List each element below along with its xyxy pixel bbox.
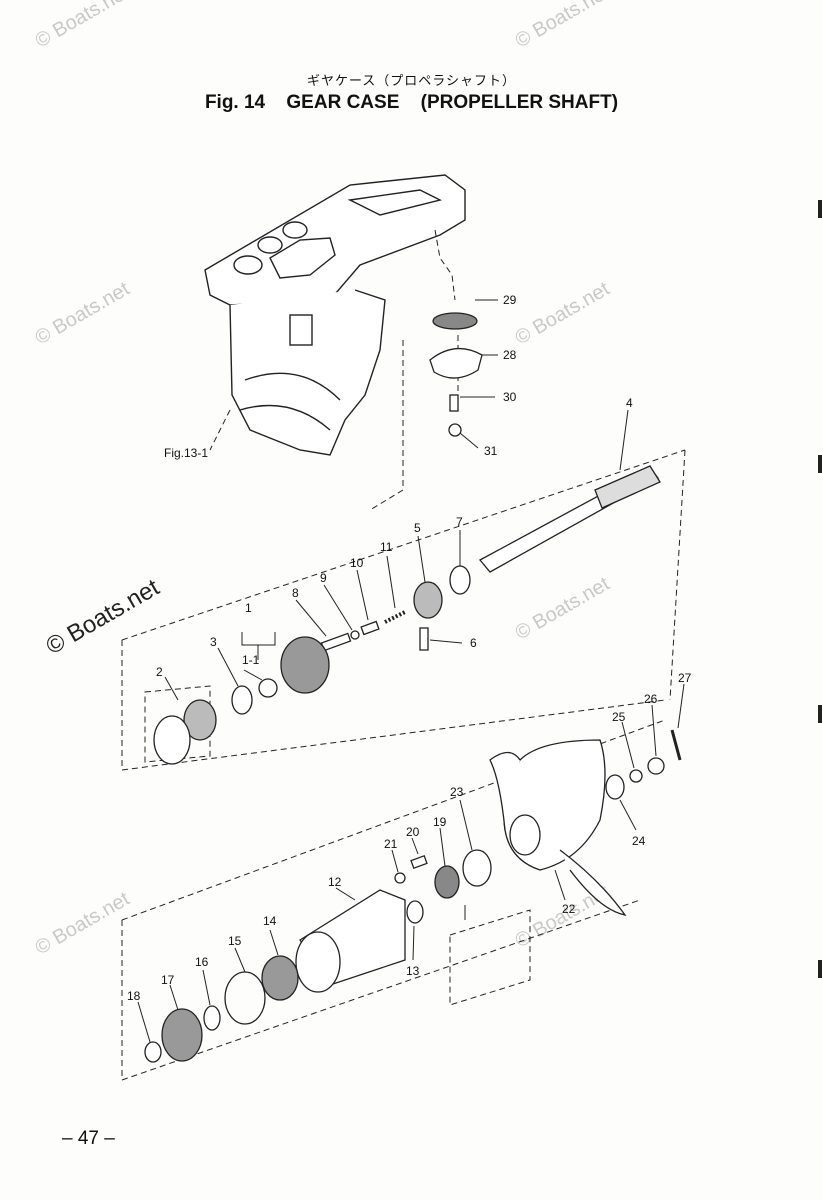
part-31-washer bbox=[448, 423, 462, 437]
callout-1: 1 bbox=[245, 601, 252, 615]
part-6-pin bbox=[419, 627, 429, 651]
part-15-o-ring bbox=[224, 971, 266, 1025]
part-18-washer bbox=[144, 1041, 162, 1063]
callout-6-label: 6 bbox=[470, 636, 477, 650]
figure-number: Fig. 14 bbox=[204, 92, 266, 113]
callout-12: 12 bbox=[328, 875, 342, 889]
callout-29: 29 bbox=[503, 293, 517, 307]
figure-name: GEAR CASE bbox=[286, 92, 400, 113]
callout-10: 10 bbox=[350, 556, 364, 570]
watermark-dark: © Boats.net bbox=[42, 574, 165, 660]
callout-1-1: 1-1 bbox=[242, 653, 260, 667]
part-27-cotter-pin bbox=[670, 729, 682, 761]
part-5-clutch bbox=[413, 581, 443, 619]
callout-4: 4 bbox=[626, 396, 633, 410]
callout-17: 17 bbox=[161, 973, 175, 987]
page-number: – 47 – bbox=[62, 1128, 115, 1149]
callout-9: 9 bbox=[320, 571, 327, 585]
part-19-seal bbox=[434, 865, 460, 899]
callout-23: 23 bbox=[450, 785, 464, 799]
callout-18: 18 bbox=[127, 989, 141, 1003]
part-30-plug bbox=[449, 394, 459, 412]
callout-labels: 29 28 30 31 4 7 5 6 6 11 10 9 8 1 1-1 3 … bbox=[127, 293, 692, 1003]
watermark: © Boats.net bbox=[32, 888, 134, 960]
binding-mark bbox=[818, 455, 822, 473]
part-17-reverse-gear bbox=[161, 1008, 203, 1062]
part-10-pin bbox=[360, 620, 380, 636]
callout-24: 24 bbox=[632, 834, 646, 848]
part-3-shim bbox=[231, 685, 253, 715]
callout-20: 20 bbox=[406, 825, 420, 839]
binding-mark bbox=[818, 705, 822, 723]
callout-27-label: 27 bbox=[678, 671, 692, 685]
part-1-forward-gear bbox=[280, 636, 330, 694]
part-1-1-bearing bbox=[258, 678, 278, 698]
part-25-washer bbox=[629, 769, 643, 783]
callout-5: 5 bbox=[414, 521, 421, 535]
part-20-bolt bbox=[410, 855, 428, 869]
part-23-thrust-holder bbox=[462, 849, 492, 887]
part-9-ball bbox=[350, 630, 360, 640]
callout-2: 2 bbox=[156, 665, 163, 679]
part-21-washer bbox=[394, 872, 406, 884]
part-11-spring bbox=[384, 610, 406, 624]
part-29-gasket bbox=[432, 312, 478, 330]
callout-31: 31 bbox=[484, 444, 498, 458]
parts bbox=[144, 312, 682, 1063]
figure-subtitle: (PROPELLER SHAFT) bbox=[420, 92, 619, 113]
callout-28: 28 bbox=[503, 348, 517, 362]
part-13-bearing bbox=[406, 900, 424, 924]
callout-19: 19 bbox=[433, 815, 447, 829]
watermark: © Boats.net bbox=[512, 278, 614, 350]
callout-26-label: 26 bbox=[644, 692, 658, 706]
japanese-title: ギヤケース（プロペラシャフト） bbox=[306, 74, 517, 89]
callout-7: 7 bbox=[456, 515, 463, 529]
callout-25-label: 25 bbox=[612, 710, 626, 724]
callout-11: 11 bbox=[380, 540, 393, 554]
callout-13: 13 bbox=[406, 964, 420, 978]
callout-8: 8 bbox=[292, 586, 299, 600]
binding-mark bbox=[818, 960, 822, 978]
callout-3: 3 bbox=[210, 635, 217, 649]
gear-case-housing bbox=[204, 174, 466, 456]
callout-21: 21 bbox=[384, 837, 398, 851]
callout-30: 30 bbox=[503, 390, 517, 404]
watermark: © Boats.net bbox=[512, 0, 614, 52]
watermark: © Boats.net bbox=[512, 573, 614, 645]
binding-mark bbox=[818, 200, 822, 218]
part-16-shim bbox=[203, 1005, 221, 1031]
part-2-race bbox=[153, 715, 191, 765]
callout-15: 15 bbox=[228, 934, 242, 948]
part-24-spacer bbox=[605, 774, 625, 800]
watermark: © Boats.net bbox=[32, 0, 134, 52]
fig-13-1-reference: Fig.13-1 bbox=[164, 446, 208, 460]
leader-lines bbox=[137, 299, 685, 1043]
part-14-bearing bbox=[261, 955, 299, 1001]
part-2-bearing bbox=[183, 699, 217, 741]
watermark: © Boats.net bbox=[32, 278, 134, 350]
part-7-ring bbox=[449, 565, 471, 595]
callout-14: 14 bbox=[263, 914, 277, 928]
figure-title: Fig. 14 GEAR CASE (PROPELLER SHAFT) bbox=[0, 92, 823, 114]
part-26-nut bbox=[647, 757, 665, 775]
callout-22: 22 bbox=[562, 902, 576, 916]
part-28-cover bbox=[429, 348, 483, 379]
callout-16: 16 bbox=[195, 955, 209, 969]
